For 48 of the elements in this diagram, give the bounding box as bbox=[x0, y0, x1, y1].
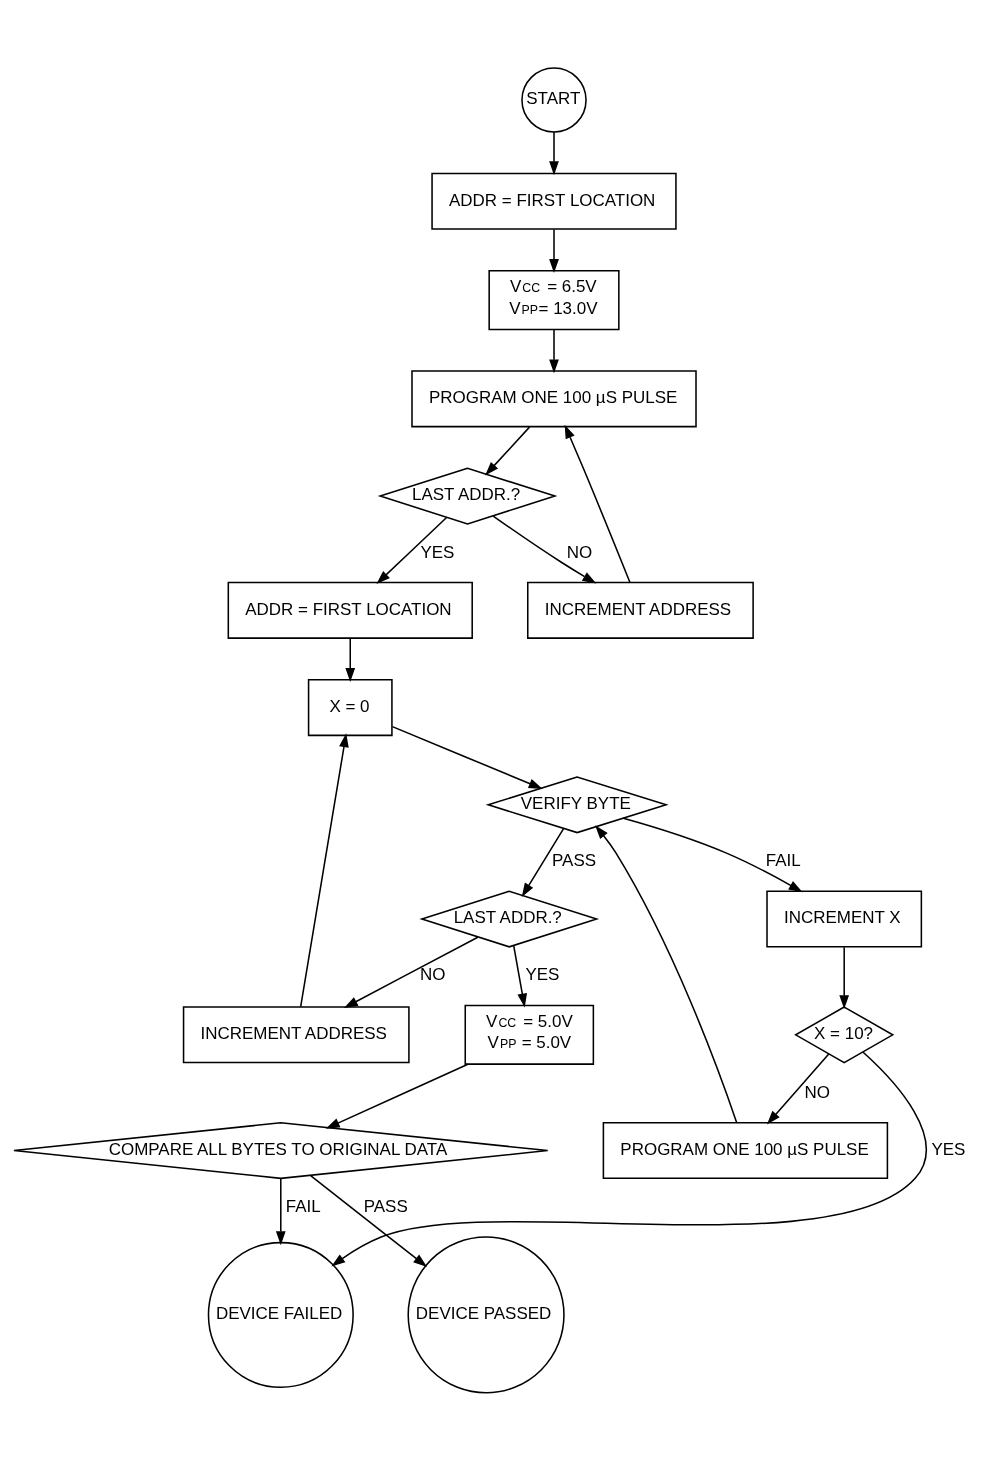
arrow bbox=[839, 946, 850, 1009]
arrow bbox=[766, 1052, 830, 1124]
node-box: PROGRAM ONE 100 µS PULSE bbox=[602, 1121, 889, 1179]
edge-label: PASS bbox=[552, 850, 597, 870]
arrow bbox=[549, 328, 559, 373]
arrow bbox=[299, 732, 349, 1008]
edge-label: NO bbox=[420, 964, 446, 984]
edge-label: YES bbox=[420, 542, 455, 562]
node-box: ADDR = FIRST LOCATION bbox=[227, 581, 473, 639]
node-diamond: X = 10? bbox=[794, 1005, 895, 1063]
edge-label: FAIL bbox=[285, 1196, 321, 1216]
arrow bbox=[549, 228, 559, 273]
arrow bbox=[512, 944, 528, 1007]
arrow bbox=[549, 130, 559, 175]
arrow bbox=[564, 424, 631, 583]
arrow bbox=[391, 725, 543, 789]
node-box: VCC = 6.5V VPP= 13.0V bbox=[488, 269, 620, 330]
node-circle: DEVICE FAILED bbox=[207, 1241, 354, 1388]
arrow bbox=[275, 1177, 286, 1245]
edge-label: YES bbox=[525, 964, 560, 984]
arrow bbox=[345, 637, 356, 682]
node-box: X = 0 bbox=[307, 678, 393, 736]
node-box: INCREMENT ADDRESS bbox=[182, 1005, 410, 1063]
arrow bbox=[331, 1050, 927, 1266]
arrow bbox=[343, 935, 479, 1008]
node-diamond: COMPARE ALL BYTES TO ORIGINAL DATA bbox=[13, 1121, 549, 1179]
arrow bbox=[492, 514, 597, 584]
node-box: PROGRAM ONE 100 µS PULSE bbox=[411, 369, 697, 427]
node-box: ADDR = FIRST LOCATION bbox=[431, 172, 677, 230]
arrow bbox=[521, 827, 565, 897]
arrow bbox=[309, 1174, 428, 1267]
arrow bbox=[376, 516, 448, 584]
node-circle: START bbox=[521, 66, 587, 133]
arrow bbox=[622, 817, 803, 892]
arrow bbox=[485, 425, 531, 475]
node-box: INCREMENT ADDRESS bbox=[527, 581, 754, 639]
edge-label: YES bbox=[931, 1139, 966, 1159]
arrow bbox=[325, 1062, 469, 1129]
node-circle: DEVICE PASSED bbox=[407, 1235, 565, 1394]
node-diamond: LAST ADDR.? bbox=[419, 889, 600, 948]
edge-label: NO bbox=[804, 1082, 830, 1102]
node-box: INCREMENT X bbox=[766, 890, 923, 948]
edge-label: NO bbox=[566, 542, 593, 562]
node-box: VCC = 5.0V VPP = 5.0V bbox=[464, 1004, 595, 1065]
node-diamond: LAST ADDR.? bbox=[377, 467, 558, 525]
edge-label: FAIL bbox=[765, 850, 801, 870]
arrow bbox=[595, 824, 738, 1123]
edge-label: PASS bbox=[363, 1196, 408, 1216]
